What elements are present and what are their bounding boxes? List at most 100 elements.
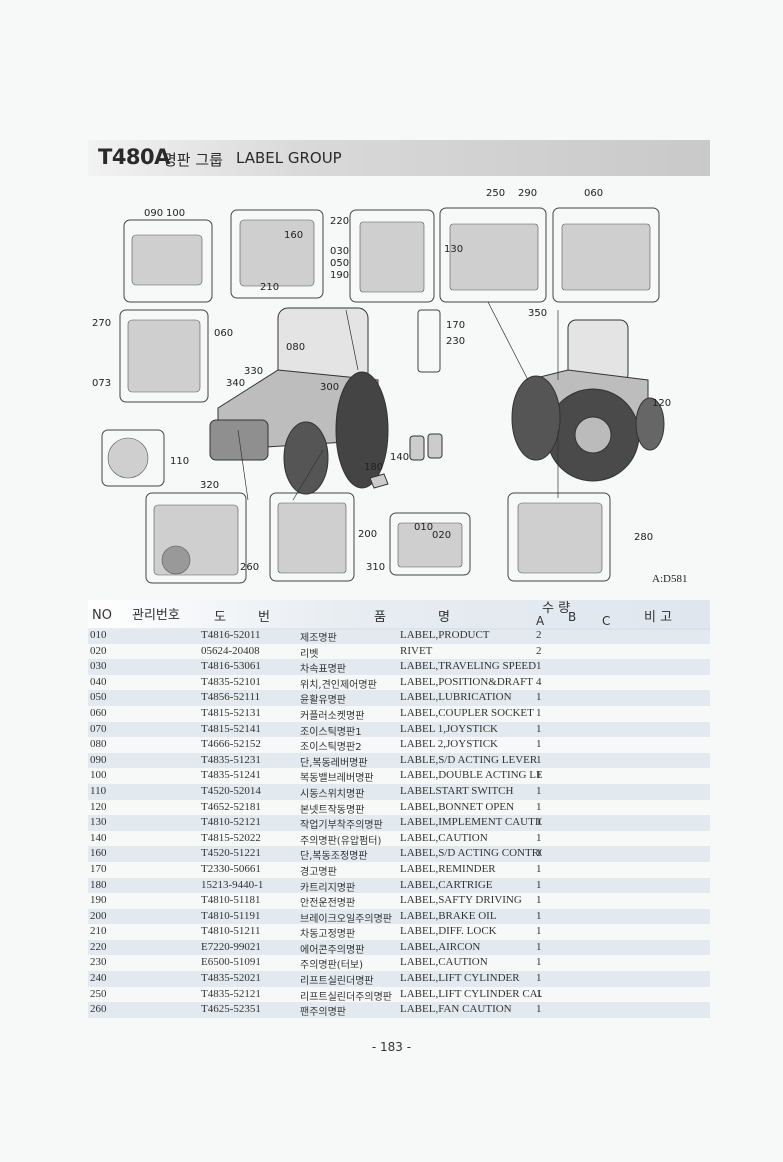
korean-name: 차속표명판	[300, 664, 346, 676]
quantity-a: 1	[536, 722, 542, 735]
item-number: 100	[90, 769, 107, 782]
quantity-a: 1	[536, 894, 542, 907]
part-number: T4625-52351	[201, 1003, 261, 1016]
korean-name: 조이스틱명판2	[300, 742, 362, 754]
col-quantity: 수 량	[542, 601, 571, 616]
korean-name: 경고명판	[300, 866, 337, 878]
item-number: 210	[90, 925, 107, 938]
part-number: T4520-51221	[201, 847, 261, 860]
callout-label: 300	[320, 382, 339, 393]
korean-name: 단,복동레버명판	[300, 757, 368, 769]
col-qty-b: B	[568, 610, 577, 624]
part-number: T2330-50661	[201, 862, 261, 875]
quantity-a: 1	[536, 940, 542, 953]
part-number: E7220-99021	[201, 940, 261, 953]
quantity-a: 1	[536, 878, 542, 891]
callout-label: 140	[390, 452, 409, 463]
callout-label: 090	[144, 208, 163, 219]
part-number: T4815-52131	[201, 706, 261, 719]
part-number: T4816-53061	[201, 660, 261, 673]
part-number: T4520-52014	[201, 784, 261, 797]
part-number: T4810-51191	[201, 909, 261, 922]
english-name: RIVET	[400, 644, 433, 657]
item-number: 050	[90, 691, 107, 704]
part-number: T4815-52022	[201, 831, 261, 844]
item-number: 230	[90, 956, 107, 969]
english-name: LABEL,LUBRICATION	[400, 691, 512, 704]
item-number: 140	[90, 831, 107, 844]
korean-name: 에어콘주의명판	[300, 944, 365, 956]
callout-label: 073	[92, 378, 111, 389]
item-number: 170	[90, 862, 107, 875]
english-name: LABEL,DIFF. LOCK	[400, 925, 497, 938]
english-name: LABEL,TRAVELING SPEED	[400, 660, 537, 673]
callout-label: 120	[652, 398, 671, 409]
english-name: LABEL,REMINDER	[400, 862, 496, 875]
callout-label: 080	[286, 342, 305, 353]
part-number: T4835-52101	[201, 675, 261, 688]
inset-box	[389, 512, 471, 576]
callout-label: 160	[284, 230, 303, 241]
korean-name: 리벳	[300, 648, 319, 660]
quantity-a: 1	[536, 925, 542, 938]
callout-label: 060	[584, 188, 603, 199]
col-drawing-1: 도	[214, 610, 226, 625]
callout-label: 250	[486, 188, 505, 199]
part-number: T4835-51231	[201, 753, 261, 766]
korean-name: 제조명판	[300, 633, 337, 644]
col-part-name-1: 품	[374, 610, 386, 625]
callout-label: 340	[226, 378, 245, 389]
callout-label: 210	[260, 282, 279, 293]
title-korean: 명판 그룹	[163, 151, 223, 169]
item-number: 040	[90, 675, 107, 688]
part-number: T4835-52021	[201, 972, 261, 985]
inset-box	[349, 209, 435, 303]
page-number: - 183 -	[371, 1040, 412, 1054]
part-number: T4666-52152	[201, 738, 261, 751]
item-number: 090	[90, 753, 107, 766]
callout-label: 130	[444, 244, 463, 255]
korean-name: 윤활유명판	[300, 695, 346, 707]
item-number: 200	[90, 909, 107, 922]
korean-name: 리프트실린더명판	[300, 976, 374, 988]
table-header: NO 관리번호 도 번 품 명 수 량 A B C 비 고	[88, 600, 710, 630]
label-panel	[417, 309, 441, 373]
item-number: 190	[90, 894, 107, 907]
korean-name: 복동밸브레버명판	[300, 773, 374, 785]
part-number: T4815-52141	[201, 722, 261, 735]
quantity-a: 4	[536, 675, 542, 688]
english-name: LABEL,COUPLER SOCKET	[400, 706, 534, 719]
inset-box	[119, 309, 209, 403]
english-name: LABEL,S/D ACTING CONTROL	[400, 847, 542, 860]
english-name: LABLE,S/D ACTING LEVER	[400, 753, 538, 766]
col-qty-a: A	[536, 614, 545, 628]
part-number: T4816-52011	[201, 629, 261, 641]
part-number: T4652-52181	[201, 800, 261, 813]
english-name: LABEL,LIFT CYLINDER	[400, 972, 520, 985]
callout-label: 100	[166, 208, 185, 219]
korean-name: 안전운전명판	[300, 898, 356, 910]
callout-label: 280	[634, 532, 653, 543]
quantity-a: 1	[536, 862, 542, 875]
part-number: T4835-52121	[201, 987, 261, 1000]
item-number: 220	[90, 940, 107, 953]
quantity-a: 2	[536, 644, 542, 657]
quantity-a: 1	[536, 816, 542, 829]
part-number: T4810-51211	[201, 925, 261, 938]
korean-name: 단,복동조정명판	[300, 851, 368, 863]
quantity-a: 1	[536, 956, 542, 969]
